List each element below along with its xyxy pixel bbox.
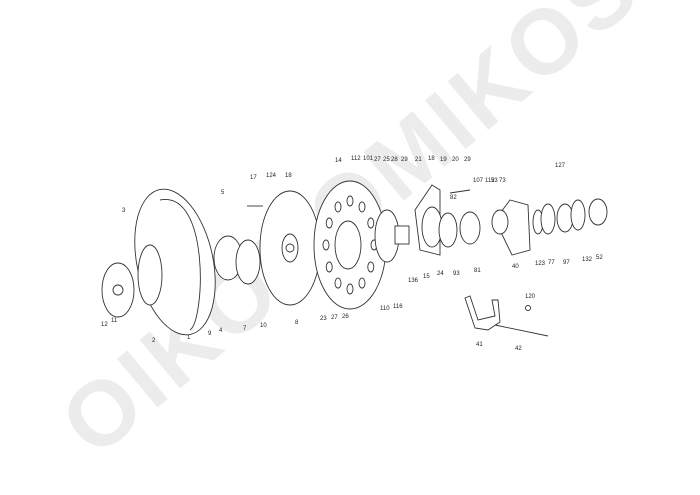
part-label: 18 — [428, 156, 435, 162]
part-label: 8 — [295, 320, 299, 326]
part-label: 19 — [440, 157, 447, 163]
flywheel-hole — [367, 261, 375, 273]
part-label: 3 — [122, 208, 126, 214]
flywheel-hole — [346, 283, 354, 295]
part-label: 53 — [491, 178, 498, 184]
bolt-120 — [525, 305, 531, 311]
fork-shaft — [494, 324, 549, 337]
part-label: 110 — [380, 306, 390, 312]
part-label: 41 — [476, 342, 483, 348]
part-label: 4 — [219, 328, 223, 334]
bearing-97 — [556, 203, 574, 233]
bearing-93 — [438, 212, 458, 248]
part-label: 29 — [464, 157, 471, 163]
flywheel-hole — [358, 277, 366, 289]
part-label: 9 — [208, 331, 212, 337]
part-label: 2 — [152, 338, 156, 344]
part-label: 116 — [393, 304, 403, 310]
part-label: 7 — [243, 326, 247, 332]
part-label: 93 — [453, 271, 460, 277]
flywheel-hole — [325, 217, 333, 229]
part-label: 120 — [525, 294, 536, 300]
part-label: 52 — [596, 255, 603, 261]
part-label: 82 — [450, 195, 457, 201]
part-label: 23 — [320, 316, 327, 322]
nut-52 — [588, 198, 608, 226]
flywheel-hole — [358, 201, 366, 213]
part-label: 127 — [555, 163, 566, 169]
part-label: 27 — [374, 157, 381, 163]
part-label: 12 — [101, 322, 108, 328]
part-label: 123 — [535, 261, 546, 267]
part-label: 136 — [408, 278, 419, 284]
part-label: 73 — [499, 178, 506, 184]
part-label: 26 — [342, 314, 349, 320]
part-label: 40 — [512, 264, 519, 270]
part-label: 112 — [485, 178, 495, 184]
disc-center — [137, 244, 163, 306]
part-label: 18 — [285, 173, 292, 179]
part-label: 101 — [363, 156, 374, 162]
part-label: 81 — [474, 268, 481, 274]
part-label: 107 — [473, 178, 484, 184]
sleeve-81 — [459, 211, 481, 245]
damper-plate — [235, 239, 261, 285]
disc-1 — [159, 199, 201, 331]
flywheel-hole — [325, 261, 333, 273]
flywheel-hole — [334, 277, 342, 289]
part-label: 1 — [187, 335, 191, 341]
flywheel-hole — [334, 201, 342, 213]
part-label: 27 — [331, 315, 338, 321]
part-label: 24 — [437, 271, 444, 277]
part-label: 5 — [221, 190, 225, 196]
part-label: 21 — [415, 157, 422, 163]
shaft — [394, 225, 410, 245]
clutch-parts-drawing — [101, 180, 608, 337]
flywheel-hole — [346, 195, 354, 207]
shift-fork — [464, 295, 501, 331]
washer-77 — [540, 203, 556, 235]
part-label: 112 — [351, 156, 361, 162]
part-label: 11 — [111, 318, 118, 324]
part-label: 28 — [391, 157, 398, 163]
flywheel-hole — [367, 217, 375, 229]
part-label: 17 — [250, 175, 257, 181]
part-label: 10 — [260, 323, 267, 329]
part-label: 132 — [582, 257, 593, 263]
part-label: 20 — [452, 157, 459, 163]
part-label: 15 — [423, 274, 430, 280]
part-label: 29 — [401, 157, 408, 163]
part-label: 14 — [335, 158, 342, 164]
flywheel-hole — [322, 239, 330, 251]
part-label: 25 — [383, 157, 390, 163]
part-label: 77 — [548, 260, 555, 266]
part-label: 97 — [563, 260, 570, 266]
part-label: 42 — [515, 346, 522, 352]
cover-132 — [570, 199, 586, 231]
part-label: 124 — [266, 173, 277, 179]
